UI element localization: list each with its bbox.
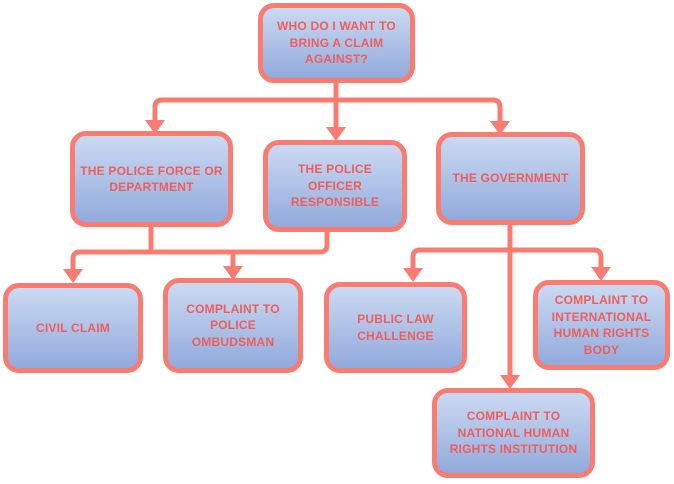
node-police-officer-label: THE POLICE OFFICER RESPONSIBLE [290,162,380,210]
node-public-law-challenge-label: PUBLIC LAW CHALLENGE [357,312,434,343]
arrowhead-into-police-ombudsman [223,266,243,280]
edge-police-rail [70,232,330,270]
node-police-ombudsman: COMPLAINT TO POLICE OMBUDSMAN [163,278,303,373]
node-national-human-rights-institution-label: COMPLAINT TO NATIONAL HUMAN RIGHTS INSTI… [449,409,578,457]
node-government-label: THE GOVERNMENT [452,171,569,186]
node-root-label: WHO DO I WANT TO BRING A CLAIM AGAINST? [277,19,396,67]
connector-police-to-remedies [63,227,330,283]
node-public-law-challenge: PUBLIC LAW CHALLENGE [324,282,467,373]
node-national-human-rights-institution: COMPLAINT TO NATIONAL HUMAN RIGHTS INSTI… [432,388,595,478]
connector-root-to-level2 [145,81,510,141]
node-intl-human-rights-body: COMPLAINT TO INTERNATIONAL HUMAN RIGHTS … [533,280,670,370]
node-root: WHO DO I WANT TO BRING A CLAIM AGAINST? [258,3,415,83]
arrowhead-into-public-law-challenge [403,268,423,282]
edge-level2-rail [152,97,503,122]
arrowhead-into-police-force [145,120,165,134]
arrowhead-into-police-officer [326,127,346,141]
arrowhead-into-civil-claim [63,269,83,283]
edge-government-rail [410,247,604,268]
node-civil-claim: CIVIL CLAIM [3,283,143,373]
node-government: THE GOVERNMENT [436,132,585,225]
connector-government-to-remedies [403,225,611,389]
arrowhead-into-government [490,121,510,135]
arrowhead-into-national-human-rights-institution [500,375,520,389]
node-police-ombudsman-label: COMPLAINT TO POLICE OMBUDSMAN [186,301,280,349]
arrowhead-into-intl-human-rights-body [591,267,611,281]
node-civil-claim-label: CIVIL CLAIM [36,320,110,335]
node-police-officer: THE POLICE OFFICER RESPONSIBLE [263,140,407,232]
node-police-force-label: THE POLICE FORCE OR DEPARTMENT [80,163,223,195]
node-intl-human-rights-body-label: COMPLAINT TO INTERNATIONAL HUMAN RIGHTS … [551,293,652,357]
node-police-force: THE POLICE FORCE OR DEPARTMENT [70,131,233,227]
